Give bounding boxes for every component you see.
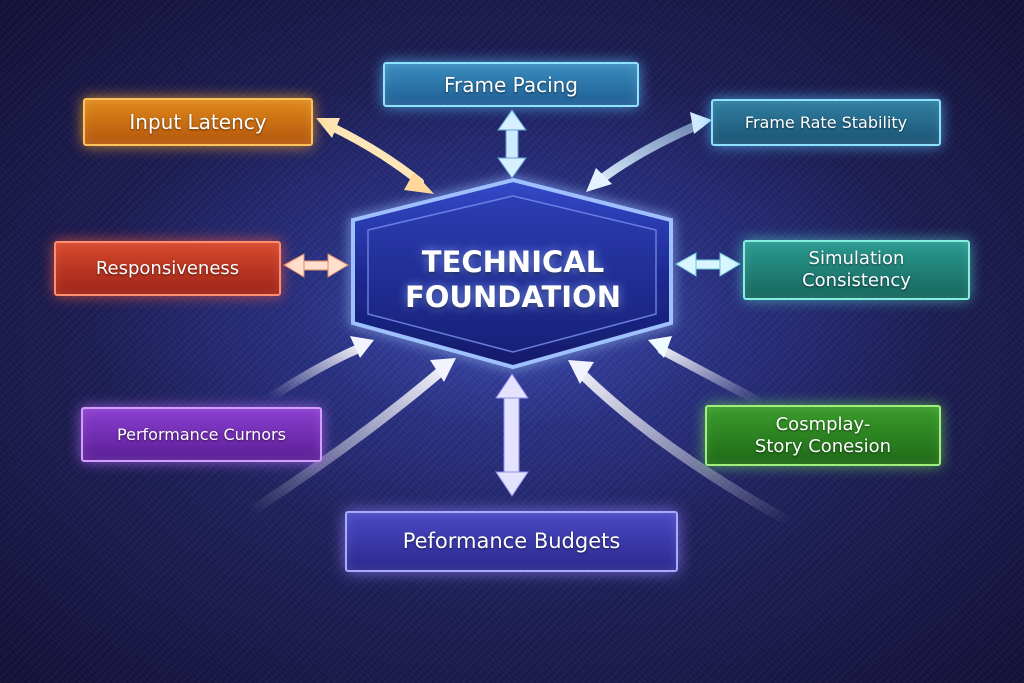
arrow-lower-right [568,360,795,527]
arrow-performance-budgets [495,373,529,497]
node-simulation-consistency-line1: Simulation [808,248,905,270]
node-performance-curnors: Performance Curnors [81,407,322,462]
node-frame-rate-stability: Frame Rate Stability [711,99,941,146]
node-input-latency: Input Latency [83,98,313,146]
node-peformance-budgets-label: Peformance Budgets [402,528,621,553]
center-title: TECHNICAL FOUNDATION [395,238,631,322]
node-frame-rate-stability-label: Frame Rate Stability [744,112,908,132]
node-peformance-budgets: Peformance Budgets [345,511,678,572]
node-simulation-consistency-line2: Consistency [802,270,911,291]
node-input-latency-label: Input Latency [129,110,267,134]
node-performance-curnors-label: Performance Curnors [117,424,286,444]
arrow-responsiveness [282,253,350,278]
arrow-lower-left [245,358,456,517]
node-responsiveness-label: Responsiveness [95,257,240,279]
center-title-line2: FOUNDATION [404,280,622,314]
node-frame-pacing: Frame Pacing [383,62,639,107]
arrow-simulation-consistency [674,252,742,277]
arrow-performance-curnors [265,336,374,403]
arrow-input-latency [316,118,434,194]
arrow-frame-pacing [497,109,527,179]
center-hexagon [351,177,673,370]
arrow-cosmplay-story [648,336,765,407]
node-cosmplay-story: Cosmplay- Story Conesion [705,405,941,466]
node-frame-pacing-label: Frame Pacing [443,72,578,97]
node-cosmplay-story-line1: Cosmplay- [775,413,871,435]
node-responsiveness: Responsiveness [54,241,281,296]
arrow-frame-rate-stability [586,112,712,192]
node-cosmplay-story-line2: Story Conesion [754,435,892,457]
node-simulation-consistency: Simulation Consistency [743,240,970,300]
center-title-line1: TECHNICAL [421,245,605,280]
